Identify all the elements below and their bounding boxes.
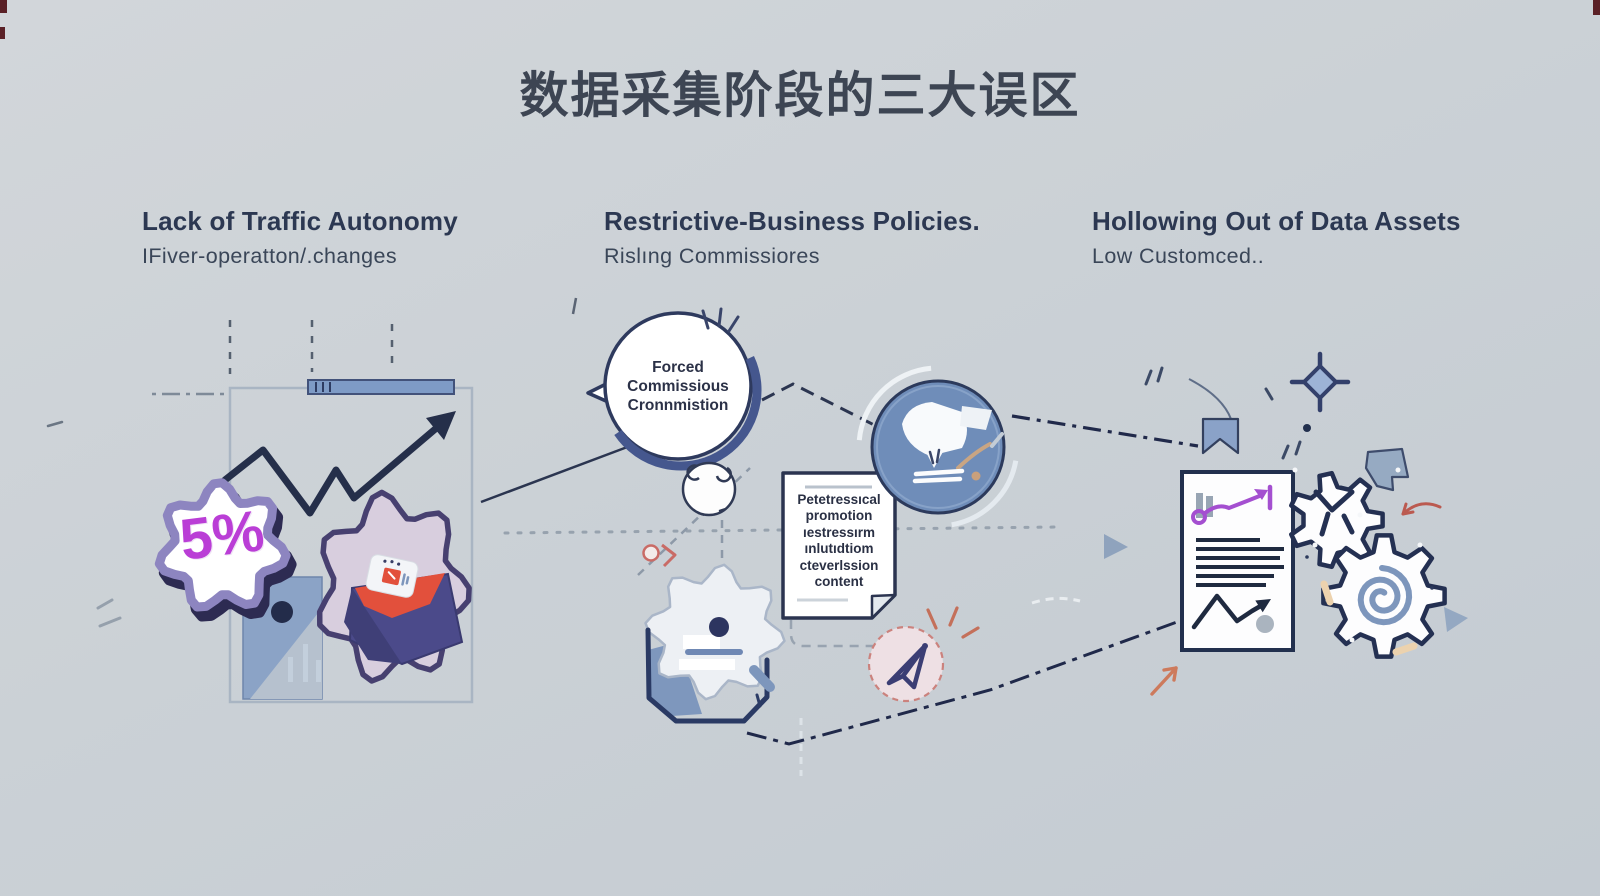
pen-circle-badge <box>856 365 1019 528</box>
purple-trend-icon <box>1191 484 1273 525</box>
alert-chevron-icon <box>642 543 677 568</box>
middle-dashed-lines <box>571 297 1081 776</box>
grey-blob-icon <box>1364 447 1410 492</box>
bookmark-flag-icon <box>1188 378 1240 455</box>
page-title: 数据采集阶段的三大误区 <box>519 69 1081 123</box>
column-2-heading: Restrictive-Business Policies. <box>604 206 980 236</box>
corner-marks <box>0 0 1600 39</box>
column-3-header: Hollowing Out of Data Assets Low Customc… <box>1092 206 1562 269</box>
dashdot-connector-to-flag <box>1011 414 1199 448</box>
column-1-subheading: IFiver-operatton/.changes <box>142 244 397 268</box>
paper-plane-icon <box>886 643 928 690</box>
curl-circle-icon <box>681 461 737 517</box>
paper-plane-badge <box>867 625 945 703</box>
column-3-subheading: Low Customced.. <box>1092 244 1265 268</box>
spark-lines-icon <box>701 307 740 333</box>
column-1-heading: Lack of Traffic Autonomy <box>142 206 458 236</box>
report-document <box>1180 470 1295 652</box>
red-curved-arrow-icon <box>1401 502 1442 516</box>
decor-dots-right <box>1144 366 1311 460</box>
text-lines <box>1196 538 1284 587</box>
phone-icon <box>365 554 419 598</box>
report-card-icon <box>242 576 323 700</box>
orange-arrow-icon <box>1150 666 1178 696</box>
zigzag-trend-icon <box>1191 593 1274 633</box>
sparkle-icon <box>1289 351 1351 413</box>
spark-lines-plane <box>926 606 980 639</box>
column-3-heading: Hollowing Out of Data Assets <box>1092 206 1461 236</box>
column-2-subheading: Rislıng Commissiores <box>604 244 820 268</box>
speech-bubble <box>586 307 762 471</box>
dashdot-connector-bottom <box>746 620 1178 746</box>
column-2-header: Restrictive-Business Policies. Rislıng C… <box>604 206 1074 269</box>
percent-badge <box>154 478 297 622</box>
speech-bubble-text: Forced Commissious Cronnmistion <box>627 359 729 414</box>
puzzle-envelope-icon <box>316 489 472 684</box>
gear-bowl-icon <box>644 563 786 724</box>
connector-line-left <box>480 444 631 504</box>
decor-triangles <box>1104 534 1468 632</box>
pen-sketch-icon <box>902 402 1004 484</box>
confetti-specks <box>1292 467 1434 643</box>
note-document-text: Petetressıcal promotion ıestressırm ınlu… <box>797 492 881 590</box>
growth-zigzag-arrow-icon <box>221 411 456 517</box>
big-gear-icon <box>1320 533 1447 659</box>
decor-left-marks <box>46 420 122 628</box>
column-1-header: Lack of Traffic Autonomy IFiver-operatto… <box>142 206 612 269</box>
